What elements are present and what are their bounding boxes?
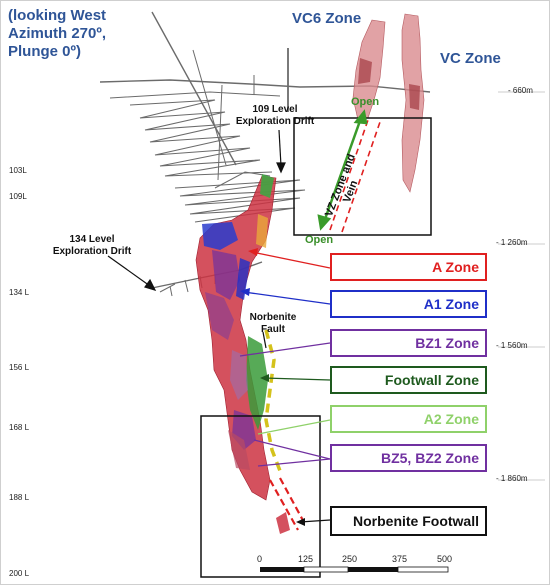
zone-box-norbenite-footwall: Norbenite Footwall bbox=[330, 506, 487, 536]
scale-tick-0: 0 bbox=[257, 554, 263, 564]
scale-tick-375: 375 bbox=[392, 554, 408, 564]
elevation-lines bbox=[498, 91, 545, 481]
level-134-line-2: Exploration Drift bbox=[52, 246, 132, 257]
level-134-drift-label: 134 Level Exploration Drift bbox=[42, 234, 142, 258]
level-134-line-1: 134 Level bbox=[69, 234, 115, 245]
footwall-dash-2 bbox=[279, 477, 307, 527]
vc-zone-title: VC Zone bbox=[440, 50, 501, 67]
level-label-109: 109L bbox=[9, 192, 27, 201]
zone-box-bz1: BZ1 Zone bbox=[330, 329, 487, 357]
view-orientation: (looking West Azimuth 270º, Plunge 0º) bbox=[8, 7, 106, 61]
view-line-3: Plunge 0º) bbox=[8, 43, 81, 60]
zone-label-a: A Zone bbox=[432, 259, 479, 275]
zone-leader-lines bbox=[239, 248, 331, 526]
zone-box-a1: A1 Zone bbox=[330, 290, 487, 318]
open-top-label: Open bbox=[351, 96, 380, 108]
level-label-200: 200 L bbox=[9, 569, 30, 578]
zone-box-bz5-bz2: BZ5, BZ2 Zone bbox=[330, 444, 487, 472]
vc-zones bbox=[352, 13, 425, 193]
level-109-line-1: 109 Level bbox=[252, 104, 298, 115]
elevation-1260: - 1 260m bbox=[496, 238, 528, 247]
view-line-2: Azimuth 270º, bbox=[8, 25, 106, 42]
scale-tick-250: 250 bbox=[342, 554, 358, 564]
norbenite-fault-label: Norbenite Fault bbox=[243, 312, 303, 336]
scale-bar bbox=[260, 566, 449, 573]
level-label-134: 134 L bbox=[9, 288, 30, 297]
view-line-1: (looking West bbox=[8, 7, 107, 24]
level-label-103: 103L bbox=[9, 166, 27, 175]
drift-arrows bbox=[107, 129, 286, 349]
level-109-drift-label: 109 Level Exploration Drift bbox=[225, 104, 325, 128]
scale-tick-500: 500 bbox=[437, 554, 453, 564]
elevation-1560: - 1 560m bbox=[496, 341, 528, 350]
zone-label-norbenite-footwall: Norbenite Footwall bbox=[353, 513, 479, 529]
level-label-168: 168 L bbox=[9, 423, 30, 432]
fault-line-1: Norbenite bbox=[249, 312, 297, 323]
zone-label-a2: A2 Zone bbox=[423, 411, 479, 427]
fault-line-2: Fault bbox=[261, 324, 285, 335]
zone-box-a: A Zone bbox=[330, 253, 487, 281]
zone-label-a1: A1 Zone bbox=[423, 296, 479, 312]
zone-label-bz5-bz2: BZ5, BZ2 Zone bbox=[380, 450, 479, 466]
level-109-line-2: Exploration Drift bbox=[235, 116, 315, 127]
norbenite-fault-line bbox=[264, 329, 284, 477]
zone-label-bz1: BZ1 Zone bbox=[415, 335, 479, 351]
level-label-188: 188 L bbox=[9, 493, 30, 502]
zone-box-a2: A2 Zone bbox=[330, 405, 487, 433]
open-arrow bbox=[317, 109, 368, 231]
level-label-156: 156 L bbox=[9, 363, 30, 372]
elevation-1860: - 1 860m bbox=[496, 474, 528, 483]
scale-tick-125: 125 bbox=[298, 554, 314, 564]
main-orebody bbox=[195, 174, 290, 534]
elevation-660: - 660m bbox=[508, 86, 533, 95]
open-bottom-label: Open bbox=[305, 234, 334, 246]
footwall-box bbox=[200, 415, 321, 578]
vc6-zone-title: VC6 Zone bbox=[292, 10, 362, 27]
footwall-dash-1 bbox=[269, 479, 299, 531]
zone-label-footwall: Footwall Zone bbox=[384, 372, 479, 388]
zone-box-footwall: Footwall Zone bbox=[330, 366, 487, 394]
